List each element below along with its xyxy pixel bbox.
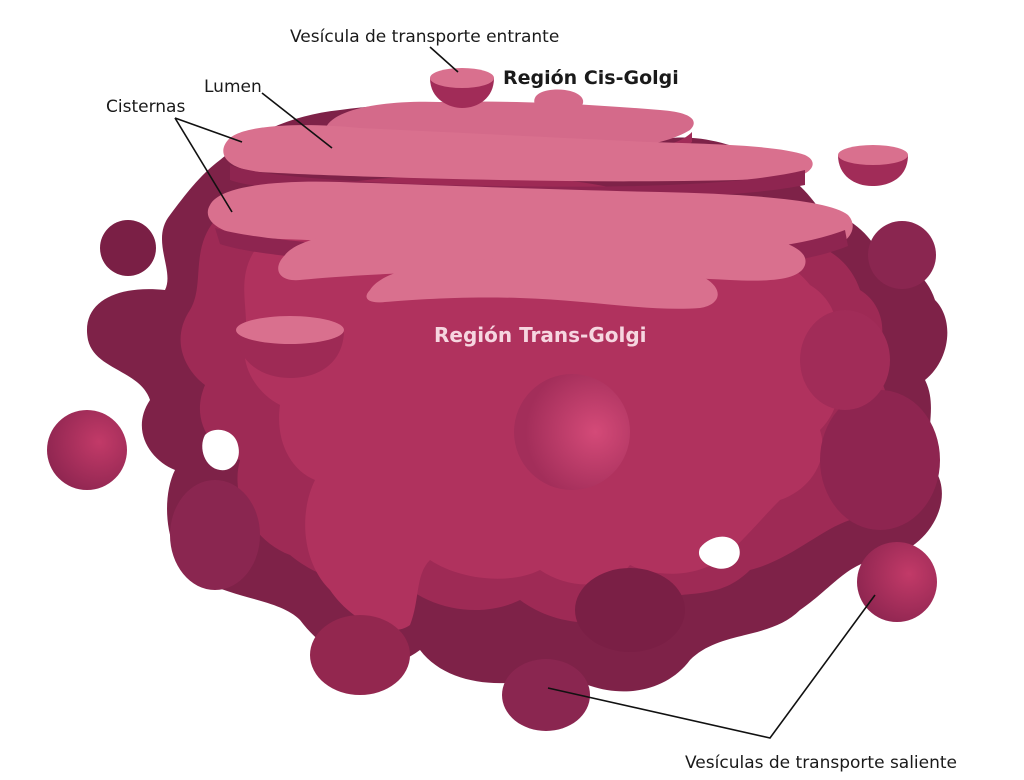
leader-lumen [261, 92, 333, 149]
leader-cisternae-2 [174, 117, 233, 213]
left-dome-vesicle-top [236, 316, 344, 344]
outgoing-vesicle-right [857, 542, 937, 622]
label-incoming-vesicle: Vesícula de transporte entrante [290, 27, 559, 47]
leader-outgoing-vesicles [547, 594, 876, 739]
leader-cisternae-1 [174, 117, 243, 143]
cisterna-top-bump [534, 89, 584, 108]
leader-incoming-vesicle [429, 46, 459, 73]
golgi-lobe-bottom [310, 615, 410, 695]
cisterna-5 [366, 258, 718, 309]
outgoing-vesicle-bottom [502, 659, 590, 731]
golgi-central-bulb [514, 374, 630, 490]
label-cisternae: Cisternas [106, 97, 185, 117]
golgi-hole-right [698, 536, 740, 569]
label-trans-region: Región Trans-Golgi [434, 323, 647, 347]
vesicle-right-upper [868, 221, 936, 289]
cisterna-4 [278, 223, 806, 281]
label-outgoing-vesicles: Vesículas de transporte saliente [685, 753, 957, 773]
vesicle-left [47, 410, 127, 490]
vesicle-top-left [100, 220, 156, 276]
golgi-hole-left [202, 429, 239, 471]
golgi-lobe-right [820, 390, 940, 530]
incoming-vesicle-top [430, 68, 494, 88]
golgi-lobe-bottom-right [575, 568, 685, 652]
label-lumen: Lumen [204, 77, 262, 97]
cisterna-2 [223, 125, 813, 182]
label-cis-region: Región Cis-Golgi [503, 67, 679, 89]
golgi-lobe-right-upper [800, 310, 890, 410]
right-dome-vesicle-top [838, 145, 908, 165]
golgi-lobe-left [170, 480, 260, 590]
